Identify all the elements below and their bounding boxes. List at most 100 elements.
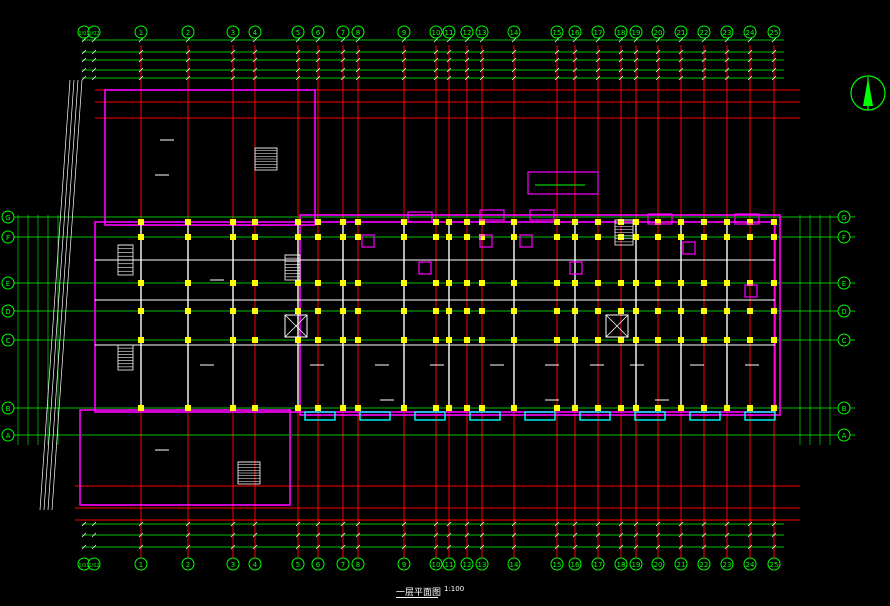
dimension-tick (724, 544, 730, 550)
dimension-tick (433, 57, 439, 63)
dimension-tick (554, 49, 560, 55)
axis-bubble-bottom: 9 (397, 557, 411, 571)
axis-bubble-circle (226, 25, 240, 39)
axis-bubble-circle (614, 557, 628, 571)
dimension-tick (595, 532, 601, 538)
axis-bubble-circle (134, 557, 148, 571)
axis-bubble-bottom: 19 (629, 557, 643, 571)
window (414, 411, 446, 421)
axis-bubble-label: 3 (231, 561, 235, 569)
axis-bubble-label: 23 (723, 561, 732, 569)
dimension-tick (315, 49, 321, 55)
structural-column (185, 219, 191, 225)
stair-outline (117, 244, 134, 276)
window (469, 411, 501, 421)
balcony (734, 213, 760, 225)
dimension-tick (355, 544, 361, 550)
axis-bubble-label: 13 (478, 29, 487, 37)
dimension-tick (655, 75, 661, 81)
axis-bubble-circle (475, 557, 489, 571)
axis-bubble-top: 22 (697, 25, 711, 39)
axis-bubble-circle (460, 25, 474, 39)
dimension-tick (315, 37, 321, 43)
axis-bubble-label: 10 (432, 29, 441, 37)
structural-column (138, 234, 144, 240)
axis-bubble-circle (651, 557, 665, 571)
structural-column (678, 405, 684, 411)
dimension-tick (252, 57, 258, 63)
structural-column (355, 405, 361, 411)
axis-bubble-circle (743, 557, 757, 571)
dimension-tick (340, 57, 346, 63)
axis-bubble-label: 14 (510, 561, 519, 569)
structural-column (433, 337, 439, 343)
dimension-tick (433, 532, 439, 538)
structural-column (655, 405, 661, 411)
dimension-tick (252, 37, 258, 43)
title-underline (396, 597, 438, 598)
axis-bubble-top: 11 (442, 25, 456, 39)
axis-bubble-label: 15 (553, 29, 562, 37)
structural-column (678, 219, 684, 225)
dimension-tick (355, 57, 361, 63)
axis-bubble-bottom: 2 (181, 557, 195, 571)
dimension-tick (633, 49, 639, 55)
wall-outline (104, 89, 316, 226)
structural-column (464, 405, 470, 411)
window (359, 411, 391, 421)
dimension-tick (595, 521, 601, 527)
dimension-tick (655, 67, 661, 73)
structural-column (655, 280, 661, 286)
structural-column (655, 337, 661, 343)
dimension-tick (479, 532, 485, 538)
axis-bubble-circle (248, 557, 262, 571)
dimension-tick (724, 57, 730, 63)
dimension-tick (91, 521, 97, 527)
stair-outline (237, 461, 261, 485)
axis-bubble-circle (629, 557, 643, 571)
bathroom-fixture (361, 234, 375, 248)
dimension-tick (464, 49, 470, 55)
dimension-tick (185, 49, 191, 55)
dimension-tick (572, 544, 578, 550)
structural-column (464, 280, 470, 286)
drawing-title: 一层平面图 (396, 588, 442, 598)
dimension-tick (747, 544, 753, 550)
dimension-tick (81, 544, 87, 550)
structural-column (511, 308, 517, 314)
structural-column (252, 308, 258, 314)
site-boundary-line (51, 79, 83, 511)
structural-column (678, 337, 684, 343)
structural-column (252, 219, 258, 225)
structural-column (401, 234, 407, 240)
structural-column (479, 337, 485, 343)
structural-column (401, 337, 407, 343)
dimension-tick (91, 532, 97, 538)
axis-bubble-label: D (841, 308, 846, 316)
axis-bubble-label: 1/01 (78, 31, 89, 37)
axis-bubble-label: 17 (594, 561, 603, 569)
axis-bubble-label: 13 (478, 561, 487, 569)
structural-column (572, 337, 578, 343)
dimension-tick (81, 67, 87, 73)
dimension-tick (678, 544, 684, 550)
dimension-tick (446, 57, 452, 63)
dimension-tick (511, 544, 517, 550)
axis-bubble-circle (720, 557, 734, 571)
axis-bubble-circle (651, 25, 665, 39)
axis-bubble-circle (767, 25, 781, 39)
bathroom-fixture (569, 261, 583, 275)
axis-bubble-label: 22 (700, 561, 709, 569)
structural-column (185, 337, 191, 343)
dimension-tick (618, 37, 624, 43)
dimension-tick (633, 75, 639, 81)
axis-bubble-left: C (1, 333, 15, 347)
axis-bubble-circle (248, 25, 262, 39)
stair-outline (254, 147, 278, 171)
structural-column (655, 219, 661, 225)
axis-bubble-bottom: 5 (291, 557, 305, 571)
axis-bubble-label: F (6, 234, 10, 242)
dimension-tick (678, 57, 684, 63)
axis-bubble-circle (181, 557, 195, 571)
axis-bubble-bottom: 13 (475, 557, 489, 571)
